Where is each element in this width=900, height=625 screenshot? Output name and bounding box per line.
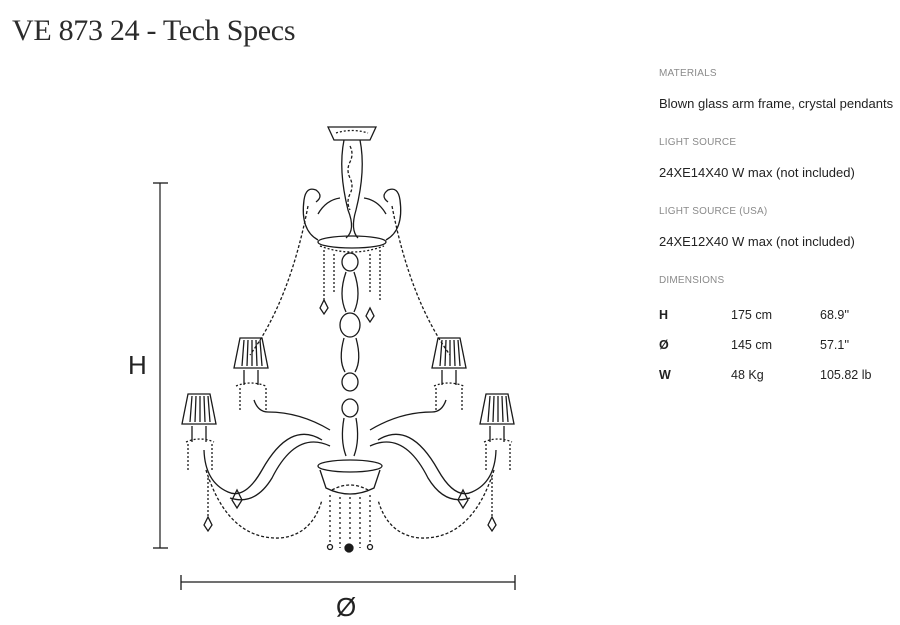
dimension-row-weight: W 48 Kg 105.82 lb [659, 360, 894, 390]
lamp-shade-lower-left [181, 393, 217, 470]
light-source-usa-value: 24XE12X40 W max (not included) [659, 234, 855, 249]
dimensions-label: DIMENSIONS [659, 275, 725, 286]
dimensions-table: H 175 cm 68.9'' Ø 145 cm 57.1'' W 48 Kg … [659, 300, 894, 390]
dimension-metric: 175 cm [731, 308, 772, 322]
lamp-shade-upper-left [233, 337, 269, 412]
dimension-imperial: 68.9'' [820, 308, 850, 322]
height-dimension-line [153, 182, 168, 549]
dimension-row-diameter: Ø 145 cm 57.1'' [659, 330, 894, 360]
chandelier-drawing [153, 126, 516, 590]
dimension-key: H [659, 308, 669, 322]
dimension-metric: 145 cm [731, 338, 772, 352]
materials-value: Blown glass arm frame, crystal pendants [659, 96, 894, 111]
height-symbol: H [128, 350, 147, 380]
dimension-imperial: 105.82 lb [820, 368, 872, 382]
dimension-key: W [659, 368, 671, 382]
materials-label: MATERIALS [659, 68, 717, 79]
diameter-symbol: Ø [336, 592, 357, 622]
dimension-imperial: 57.1'' [820, 338, 850, 352]
light-source-label: LIGHT SOURCE [659, 137, 737, 148]
page-title: VE 873 24 - Tech Specs [12, 14, 296, 47]
lamp-shade-lower-right [479, 393, 515, 470]
tech-specs-panel: MATERIALS Blown glass arm frame, crystal… [659, 68, 894, 390]
diameter-dimension-line [180, 575, 516, 590]
light-source-usa-label: LIGHT SOURCE (USA) [659, 206, 768, 217]
lamp-shade-upper-right [431, 337, 467, 412]
light-source-value: 24XE14X40 W max (not included) [659, 165, 855, 180]
dimension-row-height: H 175 cm 68.9'' [659, 300, 894, 330]
dimension-key: Ø [659, 338, 669, 352]
dimension-metric: 48 Kg [731, 368, 764, 382]
